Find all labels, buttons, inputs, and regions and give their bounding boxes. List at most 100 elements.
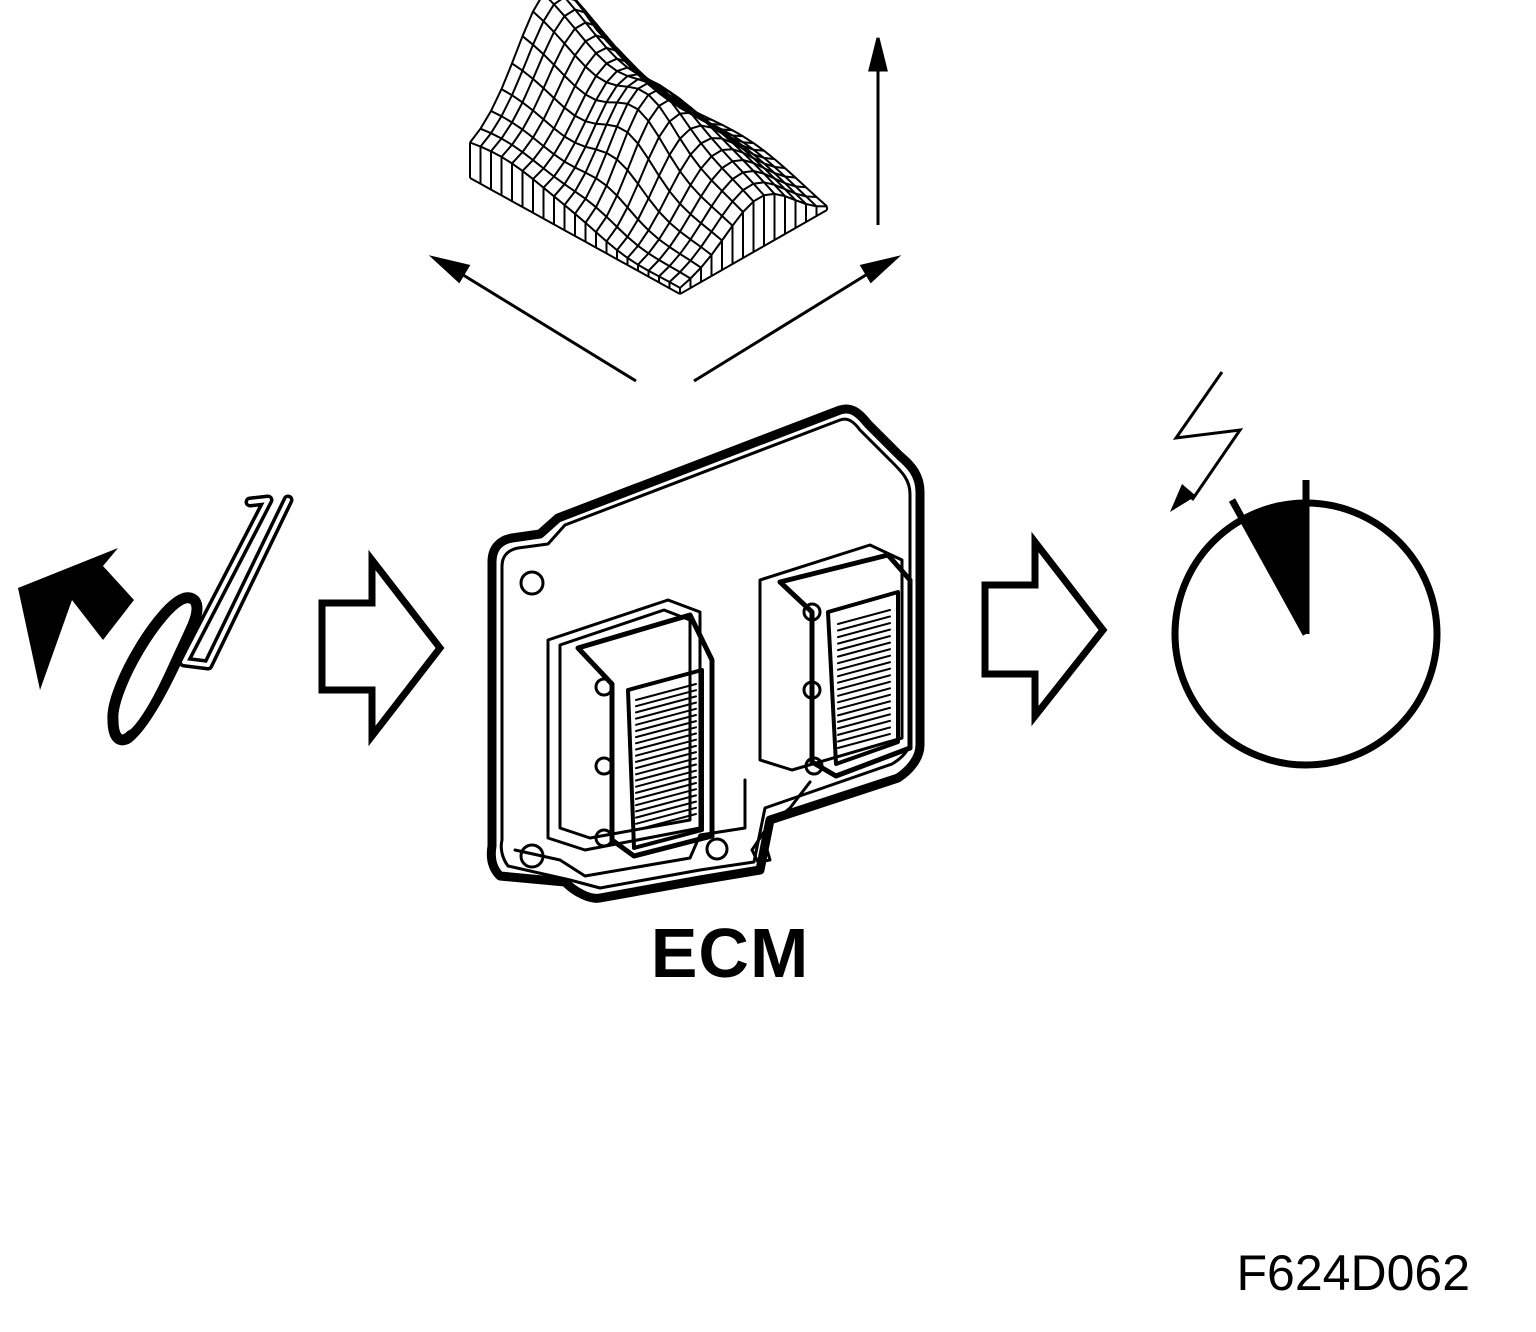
connector-pin: [635, 782, 697, 800]
ecm-module-icon: [486, 404, 925, 903]
pedal-arm-outer: [178, 494, 294, 671]
flow-arrow-right-1: [318, 549, 445, 747]
connector-pin: [837, 733, 891, 749]
mesh-column-line: [490, 110, 702, 269]
connector-pin: [837, 648, 891, 665]
map-axis-arrows: [428, 37, 902, 383]
connector-pin: [635, 701, 697, 720]
connector-pin: [837, 615, 891, 632]
spark-bolt-arrowhead: [1170, 484, 1196, 512]
connector-pin: [837, 641, 891, 658]
mesh-column-line: [480, 127, 692, 280]
mesh-column-line: [565, 0, 765, 196]
pedal-pad: [107, 592, 203, 746]
connector-pin: [635, 707, 697, 726]
connector-pin: [635, 714, 697, 732]
accelerator-pedal-icon: [18, 494, 294, 746]
3d-surface-map-icon: [428, 0, 902, 383]
ecm-flange: [513, 778, 747, 878]
connector-pin: [837, 687, 891, 704]
connector-pin: [837, 609, 891, 625]
flow-arrow-right-2: [981, 531, 1108, 727]
connector-pin: [635, 763, 697, 782]
connector-pin: [837, 719, 891, 736]
ecm-label: ECM: [650, 914, 810, 992]
ecm-housing-inner: [499, 417, 912, 890]
ecm-left-connector-screw-mid: [594, 756, 614, 776]
ecm-housing-outer: [486, 404, 925, 903]
right-axis-arrow: [693, 268, 875, 383]
connector-pin: [837, 654, 891, 671]
connector-pin: [635, 757, 697, 776]
timing-advance-line: [1228, 498, 1310, 636]
ecm-left-connector-pins: [635, 683, 697, 831]
ecm-right-connector-screw-mid: [802, 680, 822, 700]
mesh-column-line: [521, 35, 734, 227]
connector-pin: [635, 683, 697, 701]
connector-pin: [837, 635, 891, 652]
ecm-right-connector-pins: [837, 609, 891, 749]
connector-pin: [635, 738, 697, 757]
mesh-column-line: [532, 10, 744, 213]
connector-pin: [635, 788, 697, 807]
connector-pin: [837, 622, 891, 639]
ecm-mount-hole-bottom-mid: [705, 837, 729, 861]
connector-pin: [635, 751, 697, 770]
left-axis-arrow: [454, 268, 637, 383]
connector-pin: [635, 775, 697, 794]
left-axis-arrowhead: [428, 255, 471, 284]
surface-mesh: [469, 0, 828, 295]
mesh-row-line: [532, 57, 681, 180]
ecm-right-connector-screw-top: [802, 602, 822, 622]
connector-pin: [635, 720, 697, 739]
ecm-right-connector-screw-bottom: [804, 756, 824, 776]
mesh-column-line: [616, 47, 828, 208]
connector-pin: [837, 674, 891, 691]
connector-pin: [635, 744, 697, 763]
ecm-left-recess-inner: [558, 608, 692, 840]
pedal-arm-inner: [182, 498, 290, 667]
ecm-right-connector-body: [777, 552, 913, 779]
ecm-mount-hole-bottom-left: [519, 843, 545, 869]
connector-pin: [837, 693, 891, 710]
ecm-ground-strap: [750, 780, 812, 864]
ecm-mount-hole-top-left: [519, 570, 545, 596]
connector-pin: [837, 628, 891, 645]
connector-pin: [837, 680, 891, 697]
figure-code: F624D062: [1236, 1245, 1471, 1301]
connector-pin: [635, 689, 697, 708]
connector-pin: [635, 732, 697, 751]
mesh-column-line: [584, 13, 797, 201]
connector-pin: [635, 726, 697, 745]
connector-pin: [635, 794, 697, 813]
connector-pin: [837, 706, 891, 723]
connector-pin: [837, 700, 891, 717]
connector-pin: [635, 695, 697, 714]
mesh-column-line: [605, 39, 818, 208]
ecm-right-recess: [758, 543, 904, 772]
pedal-pad-inner: [119, 606, 189, 731]
ecm-right-connector-face: [826, 590, 900, 766]
right-axis-arrowhead: [859, 255, 902, 284]
connector-pin: [635, 813, 697, 831]
mesh-column-line: [500, 88, 713, 256]
connector-pin: [635, 806, 697, 825]
connector-pin: [635, 769, 697, 788]
ecm-left-connector-face: [626, 668, 704, 850]
ecm-left-connector-screw-top: [594, 677, 614, 697]
spark-bolt-icon: [1172, 371, 1244, 501]
pedal-press-arrow: [18, 548, 134, 690]
connector-pin: [837, 726, 891, 743]
ecm-left-connector-body: [575, 612, 715, 859]
connector-pin: [837, 667, 891, 684]
z-axis-arrowhead: [868, 37, 888, 72]
connector-pin: [635, 800, 697, 819]
ignition-timing-dial-icon: [1170, 371, 1441, 769]
mesh-row-line: [521, 46, 670, 172]
mesh-column-line: [511, 62, 723, 242]
connector-pin: [837, 661, 891, 678]
mesh-column-line: [574, 0, 786, 197]
mesh-base-line: [469, 177, 681, 295]
connector-pin: [837, 713, 891, 730]
